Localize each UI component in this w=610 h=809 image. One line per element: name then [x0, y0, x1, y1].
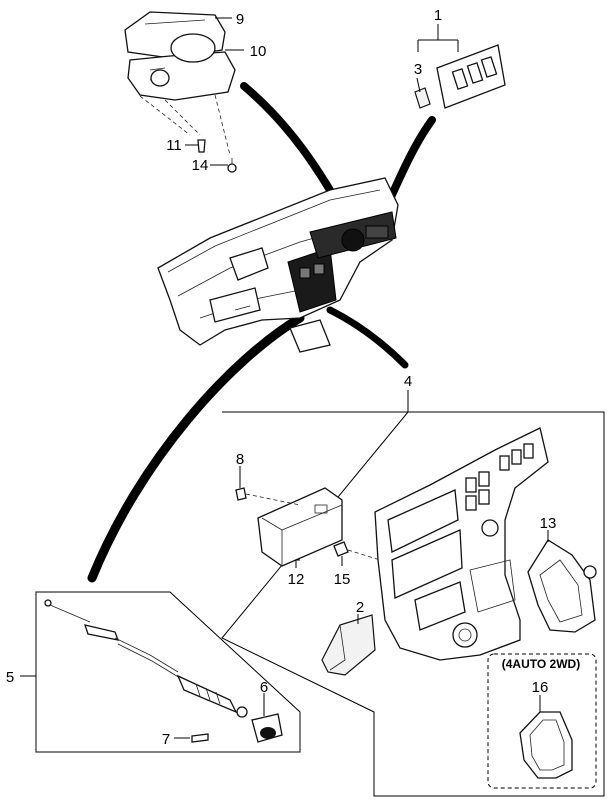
- callout-13: 13: [540, 515, 557, 532]
- center-fascia-panel: [374, 427, 549, 661]
- callout-15: 15: [334, 571, 351, 588]
- callout-leaders: [20, 17, 549, 752]
- knob-3: [414, 87, 431, 109]
- callout-7: 7: [162, 731, 170, 748]
- screw-11: [197, 139, 206, 153]
- dashboard-assembly: [157, 177, 399, 353]
- callout-6: 6: [260, 679, 268, 696]
- pocket-2: [321, 614, 376, 676]
- shift-boot-13: [527, 539, 597, 633]
- callout-8: 8: [236, 451, 244, 468]
- callout-4: 4: [404, 373, 412, 390]
- callout-10: 10: [250, 43, 267, 60]
- callout-9: 9: [236, 11, 244, 28]
- callout-5: 5: [6, 669, 14, 686]
- callout-1: 1: [434, 7, 442, 24]
- callout-16: 16: [532, 679, 549, 696]
- callout-11: 11: [166, 137, 182, 154]
- callout-labels: 1 2 3 4 5 6 7 8 9 10 11 12 13 14 15 16 (…: [6, 7, 580, 748]
- pocket-box-12: [257, 487, 343, 567]
- assembly-leader-arcs: [87, 82, 436, 583]
- steering-column-cover: [124, 11, 236, 156]
- callout-12: 12: [288, 571, 305, 588]
- clip-15: [333, 541, 381, 561]
- screw-7: [191, 733, 209, 743]
- callout-2: 2: [356, 599, 364, 616]
- shift-bezel-16: [519, 711, 573, 779]
- callout-14: 14: [192, 157, 209, 174]
- screw-8: [235, 487, 301, 506]
- callout-3: 3: [414, 61, 422, 78]
- screw-14: [227, 158, 237, 173]
- variant-box-16: [487, 653, 597, 789]
- knob-6: [251, 713, 283, 743]
- cable-assembly-5: [44, 599, 248, 718]
- variant-note: (4AUTO 2WD): [502, 657, 580, 671]
- switch-panel-1: [436, 44, 506, 109]
